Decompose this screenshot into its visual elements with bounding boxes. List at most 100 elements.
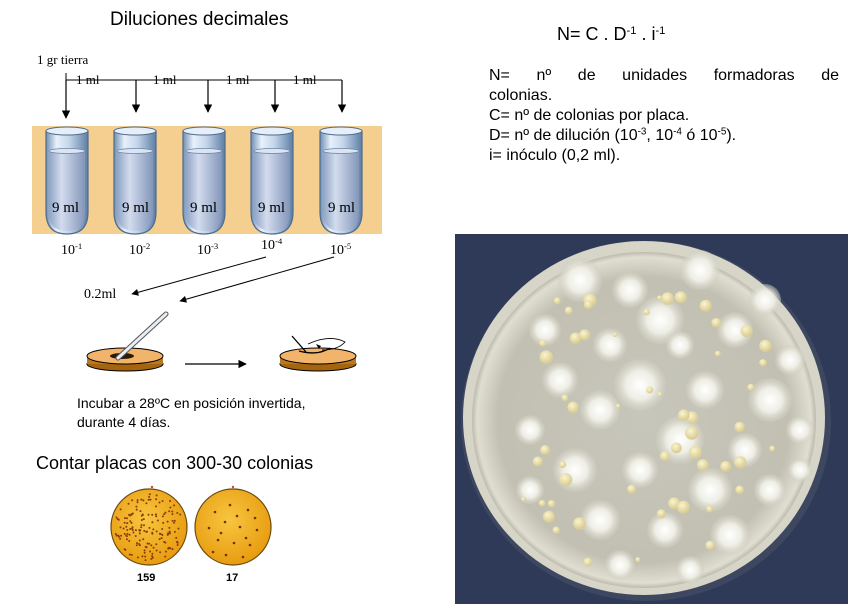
- yeast-colony: [612, 332, 618, 338]
- tube-3: [182, 126, 226, 235]
- colony-dot: [169, 500, 172, 502]
- tube-1: [45, 126, 89, 235]
- inoculum-label: 0.2ml: [84, 287, 117, 302]
- colony-dot: [134, 529, 137, 532]
- colony-dot: [156, 519, 159, 522]
- colony-dot: [130, 553, 133, 556]
- colony-dot: [163, 513, 166, 516]
- mold-colony: [686, 371, 724, 409]
- formula-exp1: -1: [626, 24, 637, 37]
- colony-dot: [161, 515, 164, 518]
- colony-dot: [130, 521, 133, 524]
- colony-dot: [119, 537, 122, 540]
- colony-dot: [144, 559, 147, 562]
- colony-dot: [126, 529, 129, 531]
- colony-dot: [171, 519, 174, 522]
- colony-dot: [143, 551, 146, 554]
- colony-dot: [139, 510, 142, 513]
- mold-colony: [666, 331, 694, 359]
- colony-dot: [138, 543, 141, 545]
- yeast-colony: [539, 350, 553, 364]
- colony-dot: [176, 540, 179, 543]
- formula: N= C . D-1 . i-1: [557, 24, 665, 45]
- mold-colony: [717, 312, 753, 348]
- colony-dot: [163, 540, 166, 543]
- colony-dot: [162, 521, 165, 524]
- yeast-colony: [615, 403, 621, 409]
- dilution-label: 10-2: [129, 241, 151, 258]
- colony-dot: [179, 513, 182, 516]
- yeast-colony: [688, 445, 702, 459]
- yeast-colony: [521, 496, 526, 502]
- yeast-colony: [747, 383, 755, 391]
- colony-dot: [128, 513, 131, 516]
- colony-dot: [128, 553, 131, 556]
- tube-2: [113, 126, 157, 235]
- yeast-colony: [677, 409, 690, 422]
- yeast-colony: [671, 442, 682, 454]
- colony-dot: [126, 532, 129, 535]
- colony-dot: [146, 542, 149, 545]
- yeast-colony: [661, 292, 674, 305]
- mold-colony: [680, 250, 720, 290]
- diagram-title: Diluciones decimales: [110, 9, 289, 30]
- colony-dot: [119, 526, 122, 529]
- petri-dish-photo: [455, 234, 848, 604]
- colony-dot: [142, 538, 145, 541]
- dilution-label: 10-1: [61, 241, 83, 258]
- colony-dot: [138, 539, 141, 542]
- yeast-colony: [759, 359, 767, 367]
- colony-dot: [167, 547, 170, 550]
- mold-colony: [580, 390, 620, 430]
- mold-colony: [749, 284, 781, 316]
- colony-dot: [176, 544, 179, 546]
- colony-dot: [126, 522, 129, 525]
- colony-dot: [125, 525, 128, 528]
- yeast-colony: [657, 295, 662, 301]
- yeast-colony: [659, 451, 670, 461]
- yeast-colony: [734, 456, 747, 469]
- colony-dot: [155, 549, 158, 552]
- dilution-label: 10-5: [330, 241, 352, 258]
- colony-dot: [131, 499, 134, 502]
- dilution-label: 10-4: [261, 236, 283, 253]
- colony-dot: [158, 538, 161, 541]
- mold-colony: [788, 458, 812, 482]
- mold-colony: [786, 416, 814, 444]
- colony-dot: [177, 527, 180, 530]
- mold-colony: [558, 258, 602, 302]
- plate-count-label: 17: [226, 572, 239, 584]
- colony-dot: [128, 533, 131, 536]
- colony-dot: [148, 495, 151, 498]
- colony-dot: [155, 530, 158, 533]
- colony-dot: [169, 506, 172, 509]
- colony-dot: [124, 517, 126, 520]
- formula-mid: . i: [636, 24, 656, 44]
- colony-dot: [158, 501, 161, 504]
- mold-colony: [515, 415, 545, 445]
- mold-colony: [676, 556, 704, 584]
- colony-dot: [159, 551, 162, 554]
- colony-dot: [115, 534, 118, 537]
- tube-5: [319, 126, 363, 235]
- colony-dot: [135, 505, 138, 508]
- mold-colony: [580, 500, 620, 540]
- plate-count-label: 159: [137, 572, 156, 584]
- mold-colony: [647, 512, 683, 548]
- colony-dot: [129, 528, 132, 530]
- colony-dot: [144, 545, 147, 548]
- count-plate-17: [194, 488, 272, 566]
- incubation-instruction: Incubar a 28ºC en posición invertida, du…: [77, 394, 305, 432]
- colony-dot: [173, 521, 175, 524]
- colony-dot: [126, 538, 128, 541]
- colony-dot: [129, 520, 132, 523]
- yeast-colony: [657, 391, 663, 397]
- yeast-colony: [646, 386, 654, 394]
- spreading-dish: [279, 335, 357, 372]
- colony-dot: [131, 512, 134, 515]
- colony-dot: [155, 505, 158, 508]
- colony-dot: [150, 557, 153, 560]
- colony-dot: [147, 498, 150, 501]
- colony-dot: [140, 519, 143, 521]
- colony-dot: [136, 501, 139, 504]
